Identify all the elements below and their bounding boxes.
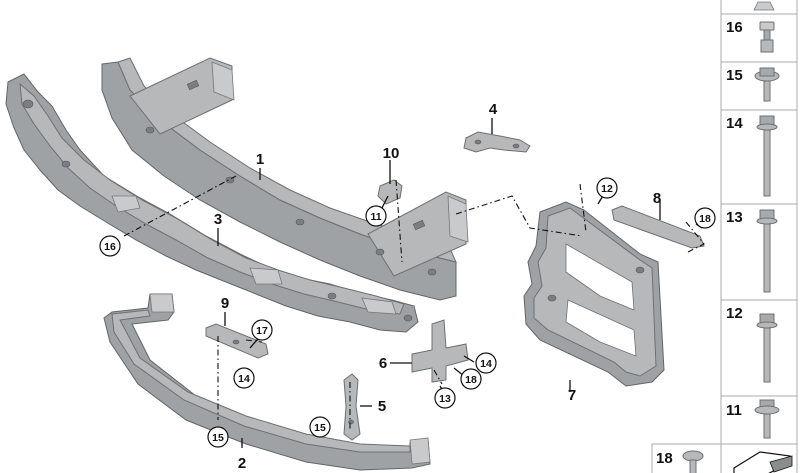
callout-3: 3 [214,211,222,228]
svg-text:17: 17 [256,325,268,337]
parts-list-item-18: 18 [651,443,722,473]
callout-4: 4 [489,101,498,118]
callout-circle-17: 17 [251,319,273,341]
callout-9: 9 [221,295,229,312]
svg-text:13: 13 [439,393,451,405]
bracket-part-6 [411,319,469,383]
strut-part-8 [611,205,705,249]
parts-list-top-partial [720,0,798,15]
bracket-part-4 [463,131,531,153]
svg-text:15: 15 [314,422,326,434]
parts-list-item-14: 14 [720,109,798,205]
callout-circle-18-upper: 18 [694,207,716,229]
parts-list-item-15: 15 [720,61,798,111]
parts-list-pictogram [720,443,798,473]
clip-nut-icon [759,21,775,53]
callout-circle-16: 16 [99,235,121,257]
parts-list-item-11: 11 [720,395,798,445]
callout-circle-14-right: 14 [475,352,497,374]
svg-text:16: 16 [726,19,743,36]
hex-bolt-long-icon [756,115,778,197]
bracket-part-5 [343,373,361,441]
svg-text:11: 11 [726,402,742,419]
callout-circle-14-left: 14 [233,367,255,389]
screw-icon [682,450,704,473]
flange-screw-icon [754,67,780,102]
callout-10: 10 [383,145,400,162]
svg-text:15: 15 [726,67,743,84]
callout-circle-18-lower: 18 [460,368,482,390]
parts-list: 16 15 14 [651,0,798,473]
svg-text:18: 18 [465,374,477,386]
main-carrier-beam-part [101,57,469,301]
callout-1: 1 [256,151,264,168]
side-frame-part [523,201,665,387]
svg-text:14: 14 [726,115,743,132]
parts-list-item-12: 12 [720,299,798,397]
hex-bolt-long-icon-2 [756,209,778,293]
svg-text:12: 12 [726,305,743,322]
lower-tube-part [103,293,431,471]
svg-text:18: 18 [699,213,711,225]
svg-text:14: 14 [480,358,492,370]
hex-bolt-icon [756,313,778,383]
svg-text:12: 12 [601,183,613,195]
svg-text:16: 16 [104,241,116,253]
plate-part-9 [205,323,269,359]
callout-circle-15-left: 15 [207,426,229,448]
svg-text:15: 15 [212,432,224,444]
callout-circle-11: 11 [365,205,387,227]
callout-2: 2 [238,455,246,472]
callout-5: 5 [378,398,386,415]
svg-text:18: 18 [656,450,673,467]
callout-7: 7 [568,387,576,404]
svg-text:11: 11 [370,211,381,223]
parts-list-item-13: 13 [720,203,798,301]
parts-list-item-16: 16 [720,13,798,63]
callout-circle-13: 13 [434,387,456,409]
impact-absorber-part [5,73,419,333]
svg-text:13: 13 [726,209,743,226]
callout-8: 8 [653,190,661,207]
callout-6: 6 [379,355,387,372]
svg-text:14: 14 [238,373,250,385]
callout-circle-15-right: 15 [309,416,331,438]
flange-bolt-short-icon [754,399,780,439]
callout-circle-12: 12 [596,177,618,199]
